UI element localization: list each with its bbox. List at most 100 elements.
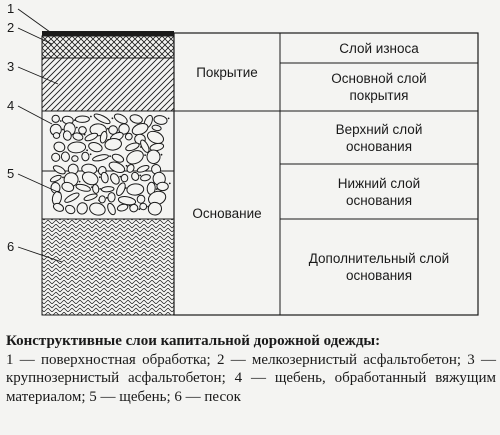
pebble (131, 122, 149, 136)
gravel-speck (98, 176, 101, 179)
gravel-speck (111, 117, 114, 120)
pebble (88, 142, 103, 153)
pebble (89, 202, 106, 216)
pebble (136, 164, 150, 173)
gravel-speck (83, 133, 86, 136)
pebble (83, 193, 98, 201)
pebble (124, 132, 133, 141)
gravel-speck (89, 153, 92, 156)
gravel-speck (75, 126, 78, 129)
gravel-speck (125, 164, 128, 167)
layer-3-coarse-asphalt (41, 57, 175, 112)
pebble (153, 115, 168, 125)
pebble (81, 151, 90, 162)
pebble (78, 126, 87, 135)
pebble (107, 192, 116, 203)
table-frame (173, 32, 479, 316)
pebble (149, 142, 165, 152)
gravel-speck (155, 188, 158, 191)
pebble (140, 139, 150, 153)
pebble (147, 130, 164, 144)
gravel-speck (61, 128, 64, 131)
gravel-speck (138, 208, 141, 211)
pebble (110, 173, 120, 185)
leader-1 (17, 8, 51, 33)
pebble (107, 202, 116, 216)
pebble (139, 202, 148, 211)
pebble (99, 130, 108, 144)
gravel-speck (119, 175, 122, 178)
pebble (76, 202, 88, 215)
pebble (100, 171, 109, 184)
pebble (71, 155, 79, 162)
group-label-base: Основание (192, 205, 262, 221)
layer-number-3: 3 (7, 59, 15, 74)
gravel-speck (128, 204, 131, 207)
leader-3 (17, 66, 59, 85)
layer-6-sand (41, 218, 175, 316)
pebble (92, 183, 100, 194)
pebble (129, 114, 143, 124)
layer-number-1: 1 (7, 1, 15, 16)
pebble (51, 152, 61, 162)
pebble (126, 150, 144, 165)
gravel-speck (139, 174, 142, 177)
pebble (64, 192, 80, 203)
pebble (111, 153, 125, 163)
pebble (125, 142, 140, 152)
pebble (62, 130, 72, 141)
pebble (52, 132, 61, 139)
pebble (126, 183, 145, 196)
pebble (81, 171, 99, 186)
pebble (131, 171, 140, 181)
pebble (104, 138, 122, 151)
pebble (108, 125, 118, 135)
gravel-speck (59, 120, 62, 122)
pebble (108, 161, 126, 174)
pebble (147, 201, 162, 216)
gravel-speck (78, 180, 81, 183)
figure-caption: Конструктивные слои капитальной дорожной… (6, 332, 496, 406)
pebble (146, 149, 161, 165)
pebble (72, 132, 84, 141)
leader-2 (17, 27, 53, 45)
leader-6 (17, 246, 63, 263)
cell-main-coating-layer: Основной слой покрытия (331, 71, 427, 103)
gravel-speck (86, 149, 88, 152)
gravel-speck (107, 127, 109, 130)
gravel-pebbles (49, 113, 171, 216)
caption-title: Конструктивные слои капитальной дорожной… (6, 333, 381, 349)
gravel-speck (109, 155, 111, 158)
pebble (126, 163, 135, 173)
layer-2-fine-asphalt (41, 35, 175, 59)
pebble (61, 181, 75, 192)
pebble (84, 132, 99, 142)
pebble (120, 173, 129, 183)
gravel-speck (160, 153, 163, 156)
pebble (113, 113, 128, 125)
pebble (52, 165, 66, 175)
layer-number-4: 4 (7, 98, 15, 113)
pebble (98, 195, 106, 204)
leader-5 (17, 173, 61, 194)
pebble (93, 113, 111, 125)
pebble (92, 154, 109, 162)
gravel-speck (90, 115, 92, 118)
layer-1-surface-treatment (42, 31, 174, 36)
pebble (75, 183, 91, 192)
pebble (67, 141, 87, 154)
gravel-speck (144, 154, 147, 157)
layers-figure (17, 8, 479, 316)
gravel-speck (105, 197, 108, 199)
gravel-speck (168, 182, 171, 185)
pebble (65, 204, 76, 215)
pebble (51, 114, 60, 123)
pebble (151, 124, 162, 132)
pebble (53, 141, 66, 153)
layer-number-6: 6 (7, 239, 15, 254)
pebble (74, 115, 90, 123)
pebble (118, 123, 130, 135)
layer-number-2: 2 (7, 20, 15, 35)
cell-wear-layer: Слой износа (339, 40, 419, 56)
